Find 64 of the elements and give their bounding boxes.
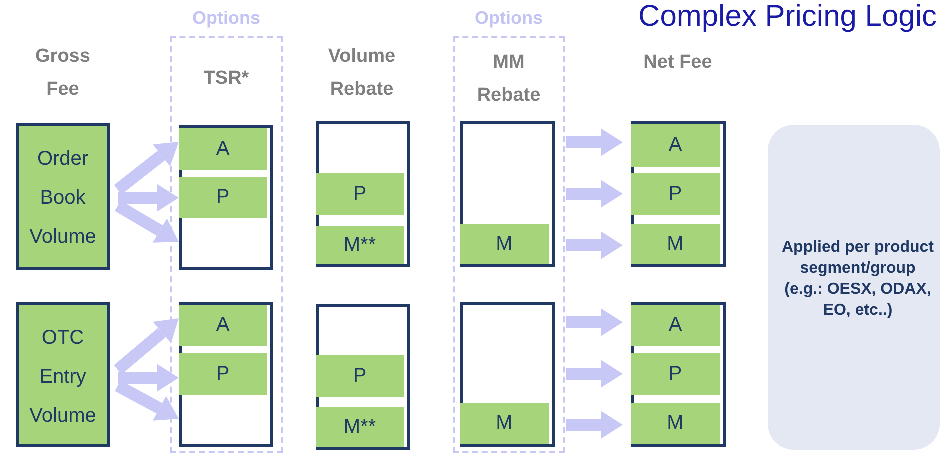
segment-label: P	[668, 362, 684, 387]
arrow	[566, 308, 623, 336]
segment-label: P	[215, 185, 231, 210]
segment-label: A	[215, 137, 231, 162]
segment-label: M	[666, 232, 685, 257]
column-heading: Gross Fee	[34, 45, 92, 102]
fee-stack-box	[316, 304, 410, 450]
fee-segment	[631, 403, 720, 444]
title: Complex Pricing Logic	[638, 0, 937, 34]
note-text: Applied per product segment/group (e.g.: OESX, ODAX, EO, etc..)	[782, 238, 934, 321]
column-heading: Volume Rebate	[327, 45, 397, 102]
volume-box	[16, 302, 110, 447]
segment-label: A	[668, 313, 684, 338]
arrow	[566, 128, 623, 156]
fee-segment	[631, 224, 720, 264]
segment-label: P	[352, 182, 368, 207]
fee-stack-box	[460, 302, 555, 447]
arrow	[566, 411, 623, 439]
column-heading: Net Fee	[642, 51, 714, 75]
arrow	[114, 318, 179, 375]
segment-label: M	[666, 411, 685, 436]
note-panel	[768, 125, 940, 450]
volume-box	[16, 123, 110, 270]
fee-stack-box	[316, 121, 410, 267]
segment-label: P	[352, 364, 368, 389]
fee-segment	[631, 305, 720, 346]
segment-label: P	[215, 362, 231, 387]
fee-segment	[179, 353, 267, 395]
segment-label: M	[495, 232, 514, 257]
segment-label: M	[495, 411, 514, 436]
arrow	[566, 180, 623, 208]
segment-label: A	[668, 133, 684, 158]
fee-segment	[460, 403, 549, 444]
arrow	[566, 360, 623, 388]
segment-label: M**	[342, 233, 378, 258]
arrow	[118, 364, 179, 392]
fee-segment	[179, 177, 267, 218]
fee-segment	[179, 128, 267, 170]
fee-segment	[316, 173, 404, 215]
box-label: Order Book Volume	[28, 147, 98, 250]
arrow	[118, 184, 179, 212]
fee-stack-box	[460, 121, 555, 267]
column-heading: TSR*	[202, 67, 250, 91]
segment-label: P	[668, 182, 684, 207]
options-heading: Options	[474, 8, 544, 29]
fee-segment	[631, 353, 720, 395]
fee-stack-box	[179, 302, 273, 447]
fee-segment	[631, 124, 720, 167]
options-heading: Options	[192, 8, 262, 29]
fee-stack-box	[631, 121, 726, 267]
column-heading: MM Rebate	[476, 51, 542, 108]
segment-label: M**	[342, 415, 378, 440]
fee-segment	[316, 226, 404, 264]
fee-segment	[316, 407, 404, 447]
fee-stack-box	[631, 302, 726, 447]
box-label: OTC Entry Volume	[28, 326, 98, 429]
arrow	[114, 142, 179, 195]
fee-segment	[460, 224, 549, 264]
arrow	[566, 232, 623, 260]
fee-segment	[179, 305, 267, 346]
segment-label: A	[215, 313, 231, 338]
fee-segment	[316, 355, 404, 397]
fee-stack-box	[179, 125, 273, 270]
fee-segment	[631, 173, 720, 215]
